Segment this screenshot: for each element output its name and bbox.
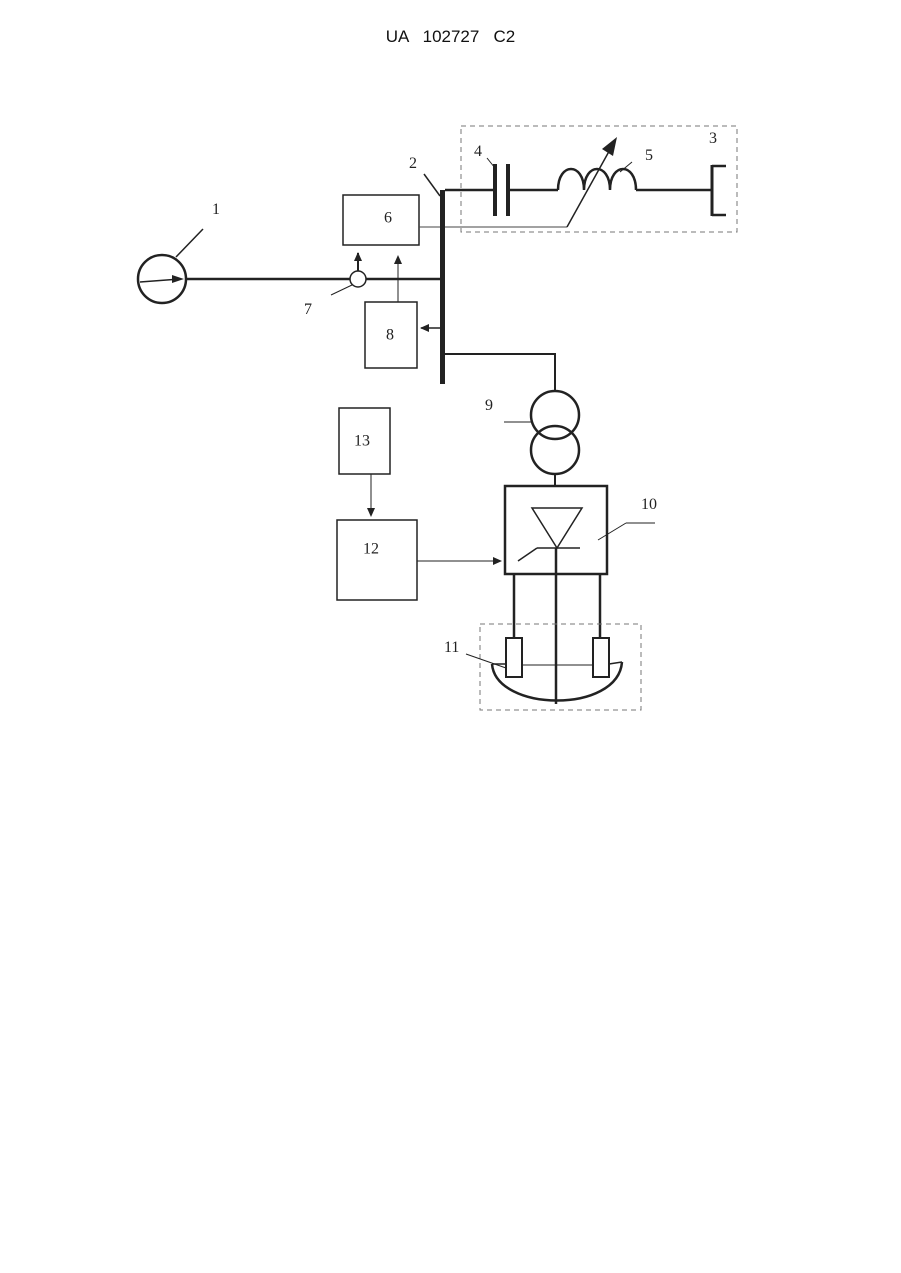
label-8: 8 — [386, 327, 394, 344]
block-6 — [343, 195, 567, 245]
label-6: 6 — [384, 210, 392, 227]
label-2: 2 — [409, 155, 417, 172]
transformer-line — [445, 354, 555, 394]
label-13: 13 — [354, 433, 370, 450]
block-12 — [337, 520, 501, 600]
filter-group-3 — [445, 126, 737, 232]
label-5: 5 — [645, 147, 653, 164]
current-sensor-7 — [331, 253, 366, 295]
label-7: 7 — [304, 301, 312, 318]
label-3: 3 — [709, 130, 717, 147]
label-10: 10 — [641, 496, 657, 513]
label-9: 9 — [485, 397, 493, 414]
label-11: 11 — [444, 639, 459, 656]
block-8 — [365, 256, 440, 368]
transformer-9 — [504, 391, 579, 486]
converter-10 — [505, 486, 655, 574]
block-13 — [339, 408, 390, 516]
label-1: 1 — [212, 201, 220, 218]
furnace-11 — [466, 624, 641, 710]
label-12: 12 — [363, 541, 379, 558]
generator-1 — [138, 229, 203, 303]
label-4: 4 — [474, 143, 482, 160]
